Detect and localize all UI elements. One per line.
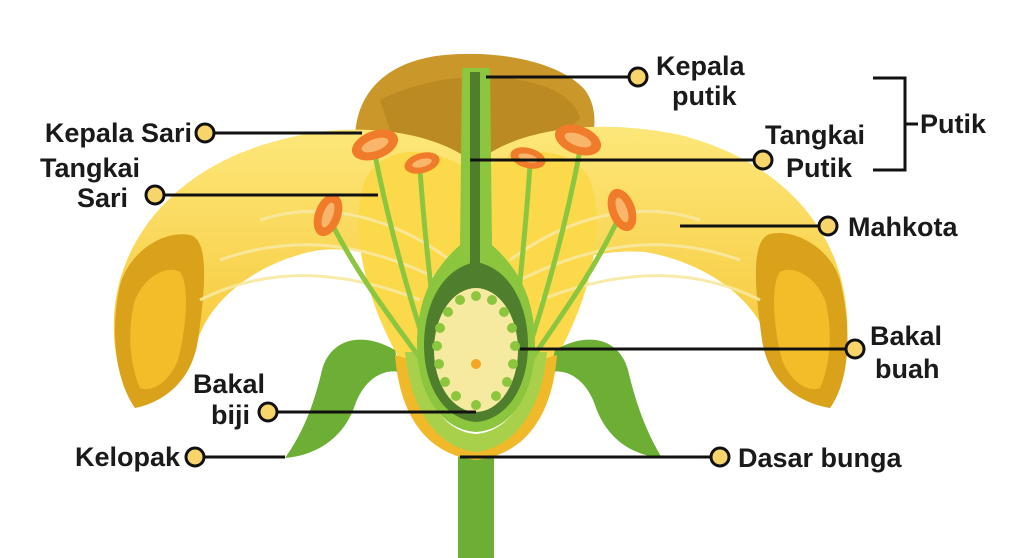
ovary-chamber bbox=[434, 288, 518, 412]
label-bakal-buah-line1: Bakal bbox=[870, 321, 942, 351]
label-bakal-biji-line1: Bakal bbox=[193, 369, 265, 399]
marker-kelopak bbox=[184, 446, 206, 468]
marker-tangkai-sari bbox=[144, 184, 166, 206]
label-tangkai-putik-line1: Tangkai bbox=[765, 120, 865, 150]
label-mahkota: Mahkota bbox=[848, 212, 959, 242]
right-sepal bbox=[550, 339, 662, 458]
ovules bbox=[432, 291, 520, 410]
label-bakal-biji-line2: biji bbox=[211, 400, 250, 430]
marker-kepala-putik bbox=[627, 66, 649, 88]
label-kepala-sari: Kepala Sari bbox=[45, 118, 192, 148]
label-bakal-buah-line2: buah bbox=[875, 354, 940, 384]
receptacle-green bbox=[405, 352, 547, 452]
marker-tangkai-putik bbox=[752, 149, 774, 171]
receptacle bbox=[395, 355, 557, 460]
marker-bakal-buah bbox=[844, 338, 866, 360]
label-tangkai-sari-line2: Sari bbox=[77, 183, 128, 213]
right-petal-fold-inner bbox=[774, 269, 830, 390]
marker-kepala-sari bbox=[194, 122, 216, 144]
marker-mahkota bbox=[817, 215, 839, 237]
marker-bakal-biji bbox=[257, 401, 279, 423]
left-petal-fold-inner bbox=[130, 269, 186, 390]
style-core bbox=[470, 72, 480, 272]
label-putik: Putik bbox=[920, 109, 987, 139]
flower-stem bbox=[458, 455, 494, 558]
label-kelopak: Kelopak bbox=[75, 442, 181, 472]
label-dasar-bunga: Dasar bunga bbox=[738, 443, 903, 473]
label-tangkai-putik-line2: Putik bbox=[786, 153, 853, 183]
label-kepala-putik-line1: Kepala bbox=[656, 51, 746, 81]
leader-lines bbox=[155, 75, 918, 459]
anthers bbox=[313, 124, 637, 237]
marker-dasar-bunga bbox=[709, 446, 731, 468]
label-markers bbox=[144, 66, 866, 468]
left-sepal bbox=[285, 339, 400, 458]
label-kepala-putik-line2: putik bbox=[672, 81, 737, 111]
label-tangkai-sari-line1: Tangkai bbox=[40, 153, 140, 183]
